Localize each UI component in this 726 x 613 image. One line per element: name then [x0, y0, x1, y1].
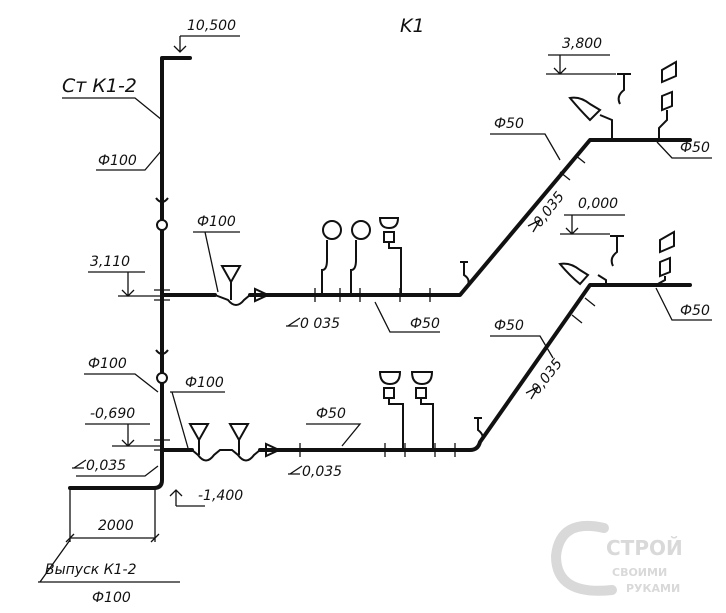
outlet-label: Выпуск К1-2	[45, 562, 137, 578]
upper-slope-diagonal: 0,035	[531, 189, 568, 231]
lower-branch	[160, 230, 692, 462]
elevation-floor2: 3,110	[88, 254, 160, 297]
upper-diam-horizontal: Ф50	[410, 316, 440, 332]
upper-branch	[160, 60, 692, 306]
riser-cleanout-upper	[156, 219, 168, 231]
riser-fitting-lower	[155, 349, 169, 355]
lower-washbasin-1-icon	[378, 371, 404, 450]
watermark-logo: СТРОЙ СВОИМИ РУКАМИ	[550, 520, 683, 596]
riser-fitting-upper	[155, 197, 169, 203]
upper-diam-end: Ф50	[680, 140, 710, 156]
lower-slope-riser: 0,035	[86, 458, 126, 474]
diagram-title: K1	[400, 15, 425, 37]
lower-floor-drain-1-icon	[188, 423, 210, 455]
elevation-lower-branch: 0,000	[578, 196, 618, 212]
lower-diag-trap-icon	[474, 417, 484, 443]
lower-diam-end: Ф50	[680, 303, 710, 319]
lower-diam-start: Ф100	[185, 375, 224, 391]
upper-check-valve-icon	[254, 287, 271, 303]
lower-branch-labels: Ф100 Ф50 0,035 Ф50 0,035 Ф50 0,000	[170, 196, 712, 480]
elevation-top: 10,500	[173, 18, 240, 53]
riser-label-group: Ст К1-2 Ф100	[62, 75, 163, 171]
lower-floor-drain-2-icon	[228, 423, 250, 455]
riser-diam-label: Ф100	[98, 153, 137, 169]
upper-right-fixture-1-icon	[568, 73, 631, 140]
elevation-floor2-text: 3,110	[90, 254, 130, 270]
upper-diam-diagonal: Ф50	[494, 116, 524, 132]
lower-washbasin-2-icon	[410, 371, 434, 450]
elevation-floor1-text: -0,690	[90, 406, 135, 422]
lower-riser-labels: Ф100 0,035	[72, 356, 159, 477]
riser-cleanout-lower	[156, 372, 168, 384]
outlet-group: -1,400 2000 Выпуск К1-2 Ф100	[38, 488, 243, 606]
outlet-diam: Ф100	[92, 590, 131, 606]
elevation-upper-branch: 3,800	[562, 36, 602, 52]
upper-branch-labels: Ф100 0 035 Ф50 Ф50 0,035 Ф50 3,800	[193, 36, 712, 333]
elevation-floor1: -0,690	[85, 406, 160, 447]
upper-diam-start: Ф100	[197, 214, 236, 230]
upper-toilet-2-icon	[350, 220, 371, 295]
elevation-outlet: -1,400	[198, 488, 243, 504]
elevation-top-text: 10,500	[187, 18, 236, 34]
lower-check-valve-icon	[265, 442, 282, 458]
lower-slope-horizontal: 0,035	[302, 464, 342, 480]
outlet-length: 2000	[98, 518, 134, 534]
upper-floor-drain-icon	[220, 265, 242, 285]
upper-diag-trap-icon	[460, 261, 470, 289]
lower-riser-diam: Ф100	[88, 356, 127, 372]
watermark-line1: СТРОЙ	[606, 536, 683, 560]
upper-washbasin-icon	[378, 217, 402, 295]
upper-slope-horizontal: 0 035	[300, 316, 340, 332]
lower-right-fixture-1-icon	[558, 235, 624, 286]
riser	[68, 56, 192, 490]
riser-label: Ст К1-2	[62, 75, 137, 97]
watermark-line3: РУКАМИ	[626, 582, 680, 595]
lower-diam-horizontal: Ф50	[316, 406, 346, 422]
watermark-line2: СВОИМИ	[612, 566, 667, 579]
upper-toilet-1-icon	[321, 220, 342, 295]
lower-right-fixture-2-icon	[655, 230, 675, 286]
upper-right-fixture-2-icon	[658, 60, 677, 140]
lower-diam-diagonal: Ф50	[494, 318, 524, 334]
